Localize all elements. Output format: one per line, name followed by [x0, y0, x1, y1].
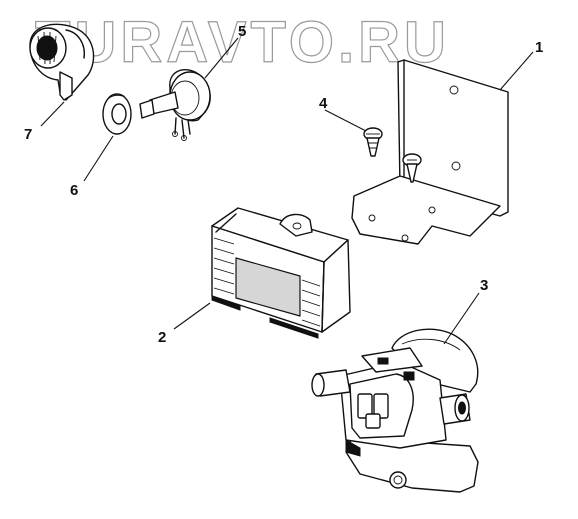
- callout-2: 2: [158, 329, 166, 346]
- screw-part: [363, 127, 383, 157]
- bracket-part: [351, 59, 509, 245]
- callout-1: 1: [535, 39, 543, 56]
- leader-lines: [40, 37, 534, 345]
- washer-part: [102, 93, 132, 135]
- callout-3: 3: [480, 277, 488, 294]
- watermark-text: TURAVTO.RU: [35, 10, 450, 75]
- callout-7: 7: [24, 126, 32, 143]
- relay-box-part: [211, 207, 351, 339]
- callout-5: 5: [238, 23, 246, 40]
- knob-part: [29, 23, 95, 101]
- callout-4: 4: [319, 95, 328, 112]
- potentiometer-part: [139, 69, 211, 141]
- callout-6: 6: [70, 182, 78, 199]
- heater-tap-part: [311, 328, 479, 493]
